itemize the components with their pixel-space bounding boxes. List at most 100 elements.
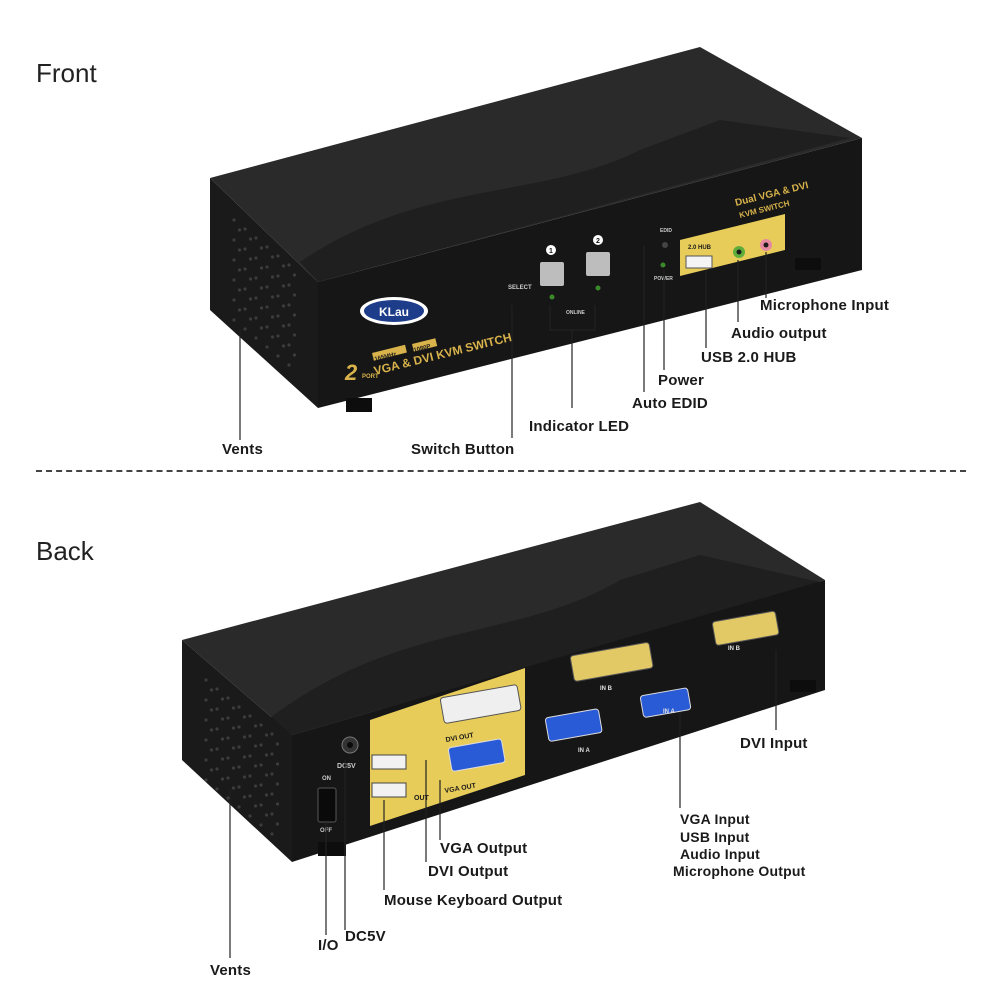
vent-hole xyxy=(231,726,236,730)
vent-hole xyxy=(248,774,252,778)
front-online-text: ONLINE xyxy=(566,310,586,316)
vent-hole xyxy=(243,287,247,291)
vent-hole xyxy=(265,325,269,329)
vent-hole xyxy=(254,256,258,260)
vent-hole xyxy=(253,784,258,788)
vent-hole xyxy=(259,266,264,270)
vent-hole xyxy=(259,823,263,827)
vent-hole xyxy=(242,735,247,739)
front-vent-grid xyxy=(232,218,297,367)
vent-hole xyxy=(265,265,269,269)
vent-hole xyxy=(237,228,242,232)
back-dc-text: DC5V xyxy=(337,763,356,770)
vent-hole xyxy=(270,732,274,736)
front-port-word: PORT xyxy=(362,374,379,380)
front-select-text: SELECT xyxy=(508,285,532,291)
vent-hole xyxy=(248,814,252,818)
vent-hole xyxy=(215,767,219,771)
front-label-auto-edid: Auto EDID xyxy=(632,395,708,412)
front-badge-freq: 165MHz xyxy=(374,352,397,363)
front-title: Front xyxy=(36,58,97,88)
vent-hole xyxy=(264,793,269,797)
vent-hole xyxy=(209,748,214,752)
vent-hole xyxy=(270,275,275,279)
vent-hole xyxy=(276,354,280,358)
back-label-usb-input: USB Input xyxy=(680,829,750,845)
vent-hole xyxy=(232,258,236,262)
back-dvi-out-text: DVI OUT xyxy=(445,732,475,744)
back-label-audio-input: Audio Input xyxy=(680,846,760,862)
vent-hole xyxy=(237,805,241,809)
vent-hole xyxy=(204,678,208,682)
vent-hole xyxy=(259,783,263,787)
vent-hole xyxy=(215,707,219,711)
vent-hole xyxy=(243,327,247,331)
back-label-dc5v: DC5V xyxy=(345,928,386,945)
vent-hole xyxy=(270,255,275,259)
vent-hole xyxy=(292,353,297,357)
vent-hole xyxy=(275,742,280,746)
vent-hole xyxy=(254,276,258,280)
vent-hole xyxy=(281,324,286,328)
vent-hole xyxy=(226,796,230,800)
vent-hole xyxy=(215,727,219,731)
vent-hole xyxy=(204,738,208,742)
vent-hole xyxy=(237,268,242,272)
back-in1-a-text: IN A xyxy=(663,709,675,715)
vent-hole xyxy=(276,254,280,258)
back-vga-out-port xyxy=(447,738,506,772)
back-label-mouse-keyboard-output: Mouse Keyboard Output xyxy=(384,892,563,909)
front-badge-res: 1080P xyxy=(413,344,431,354)
vent-hole xyxy=(215,787,219,791)
vent-hole xyxy=(264,733,269,737)
front-label-switch-button: Switch Button xyxy=(411,441,515,458)
vent-hole xyxy=(220,777,225,781)
back-usb-port-bottom xyxy=(371,782,407,798)
front-foot-right xyxy=(795,258,821,270)
vent-hole xyxy=(209,728,214,732)
vent-hole xyxy=(276,314,280,318)
vent-hole xyxy=(270,812,274,816)
vent-hole xyxy=(231,786,236,790)
vent-hole xyxy=(226,756,230,760)
vent-hole xyxy=(292,293,297,297)
vent-hole xyxy=(265,305,269,309)
back-in1-b-text: IN B xyxy=(728,646,741,652)
front-top-curve xyxy=(300,120,850,282)
front-label-indicator-led: Indicator LED xyxy=(529,418,630,435)
back-on-text: ON xyxy=(322,776,331,782)
back-vga-in1-port xyxy=(639,687,692,718)
vent-hole xyxy=(287,283,291,287)
vent-hole xyxy=(253,744,258,748)
front-port-count: 2 xyxy=(344,360,358,385)
back-in2-b-text: IN B xyxy=(600,686,613,692)
vent-hole xyxy=(292,313,297,317)
vent-hole xyxy=(281,264,286,268)
front-logo-text: KLau xyxy=(379,305,409,319)
vent-hole xyxy=(248,317,253,321)
vent-hole xyxy=(270,792,274,796)
vent-hole xyxy=(242,795,247,799)
back-label-vents: Vents xyxy=(210,962,252,979)
vent-hole xyxy=(204,698,208,702)
vent-hole xyxy=(215,687,219,691)
vent-hole xyxy=(253,804,258,808)
vent-hole xyxy=(248,754,252,758)
vent-hole xyxy=(276,294,280,298)
vent-hole xyxy=(242,755,247,759)
vent-hole xyxy=(204,758,208,762)
vent-hole xyxy=(281,344,286,348)
back-out-text: OUT xyxy=(414,795,430,802)
back-label-dvi-input: DVI Input xyxy=(740,735,808,752)
vent-hole xyxy=(237,308,242,312)
back-foot-right xyxy=(790,680,816,692)
vent-hole xyxy=(231,766,236,770)
vent-hole xyxy=(254,336,258,340)
vent-hole xyxy=(242,775,247,779)
vent-hole xyxy=(259,803,263,807)
vent-hole xyxy=(232,238,236,242)
back-in2-a-text: IN A xyxy=(578,748,590,754)
vent-hole xyxy=(265,285,269,289)
